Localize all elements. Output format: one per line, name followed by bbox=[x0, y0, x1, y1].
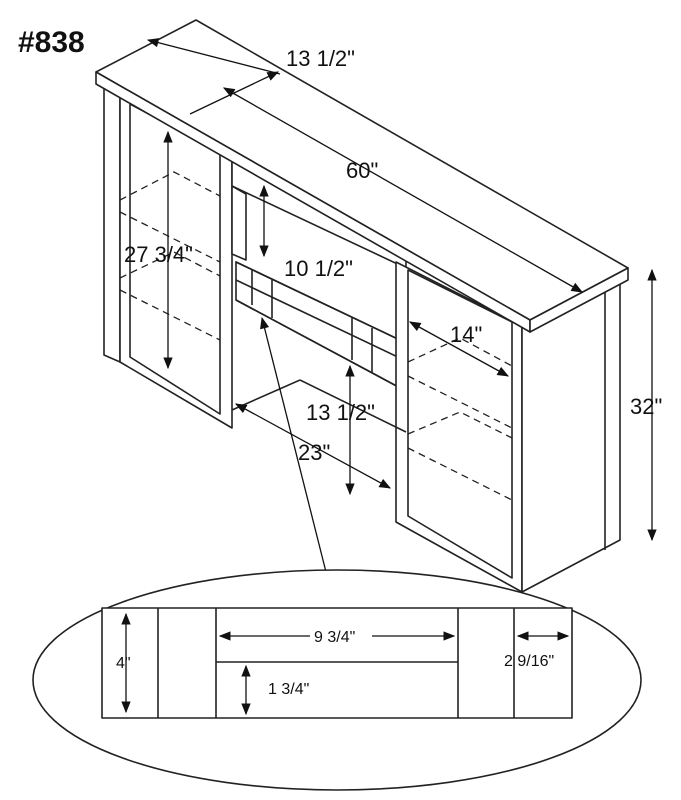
model-number: #838 bbox=[18, 26, 85, 59]
cabinet bbox=[95, 19, 629, 593]
left-side-panel bbox=[103, 87, 121, 363]
center-left-post bbox=[231, 185, 247, 261]
top-side-edge bbox=[529, 267, 629, 333]
detail-end-label: 2 9/16" bbox=[504, 653, 554, 670]
detail-height-label: 4" bbox=[116, 655, 131, 672]
detail-callout bbox=[32, 569, 642, 791]
cubby-frame bbox=[235, 261, 405, 391]
dimension-lines bbox=[146, 38, 657, 573]
top-depth-label: 13 1/2" bbox=[286, 46, 355, 71]
detail-panel bbox=[101, 607, 573, 719]
detail-divider-label: 1 3/4" bbox=[268, 681, 309, 698]
detail-opening-label: 9 3/4" bbox=[314, 629, 355, 646]
shelf-depth-label: 14" bbox=[450, 322, 482, 347]
side-height-label: 27 3/4" bbox=[124, 242, 193, 267]
center-width-label: 23" bbox=[298, 440, 330, 465]
overall-height-label: 32" bbox=[630, 394, 662, 419]
width-label: 60" bbox=[346, 158, 378, 183]
cubby-width-label: 10 1/2" bbox=[284, 256, 353, 281]
center-depth-label: 13 1/2" bbox=[306, 400, 375, 425]
